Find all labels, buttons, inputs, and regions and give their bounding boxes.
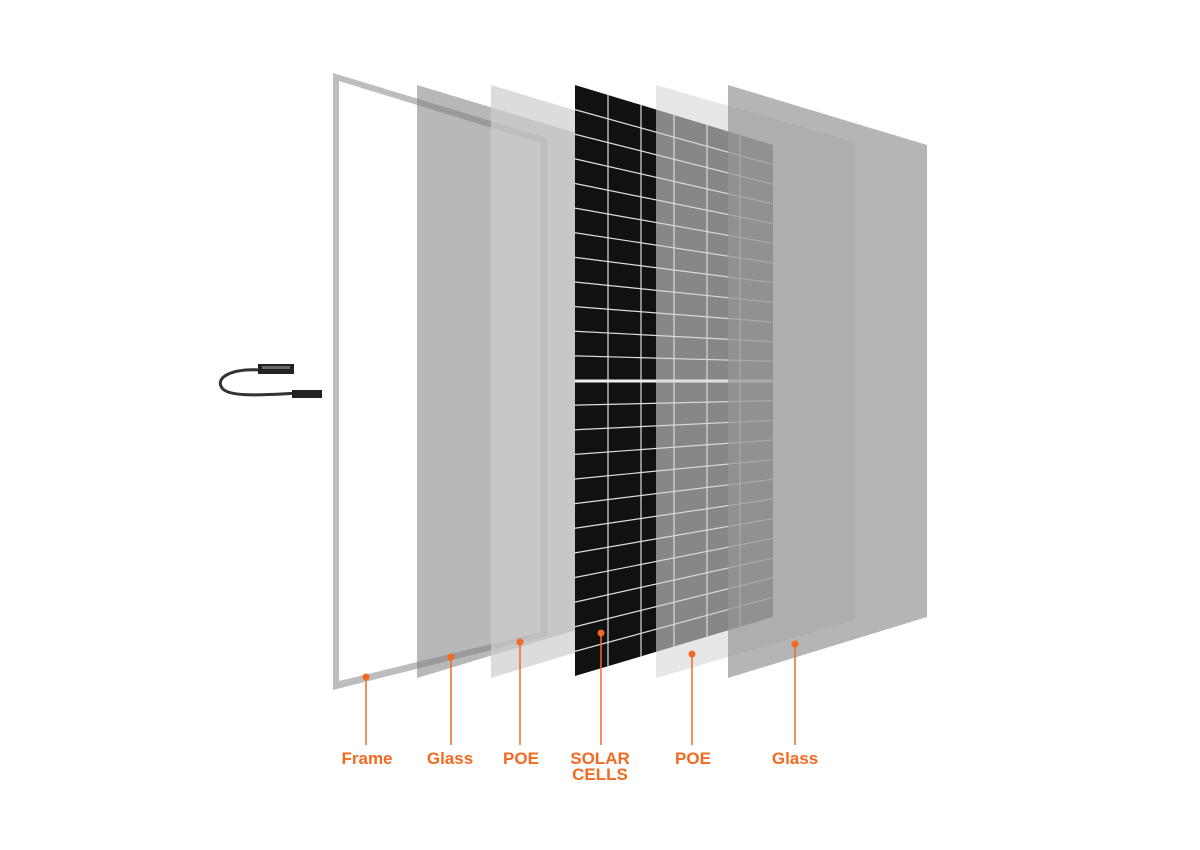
leader-dot (362, 673, 370, 681)
leader-dot (597, 629, 605, 637)
layer-label-line: Glass (426, 749, 474, 768)
layer-label: Glass (426, 749, 474, 768)
glass-layer-back (728, 85, 927, 678)
layer-label-line: Glass (771, 749, 819, 768)
leader-dot (447, 653, 455, 661)
layer-label-line: SOLAR (570, 749, 630, 768)
layer-label-line: POE (675, 749, 711, 768)
layer-label: Glass (771, 749, 819, 768)
leader-dot (516, 638, 524, 646)
layer-label-line: POE (503, 749, 539, 768)
leader-dot (688, 650, 696, 658)
layer-label-line: Frame (341, 749, 393, 768)
label-leaders (362, 629, 799, 745)
layer-label: Frame (341, 749, 393, 768)
layer-label: POE (503, 749, 539, 768)
leader-dot (791, 640, 799, 648)
layer-label: POE (675, 749, 711, 768)
layer-label-line: CELLS (572, 765, 628, 784)
